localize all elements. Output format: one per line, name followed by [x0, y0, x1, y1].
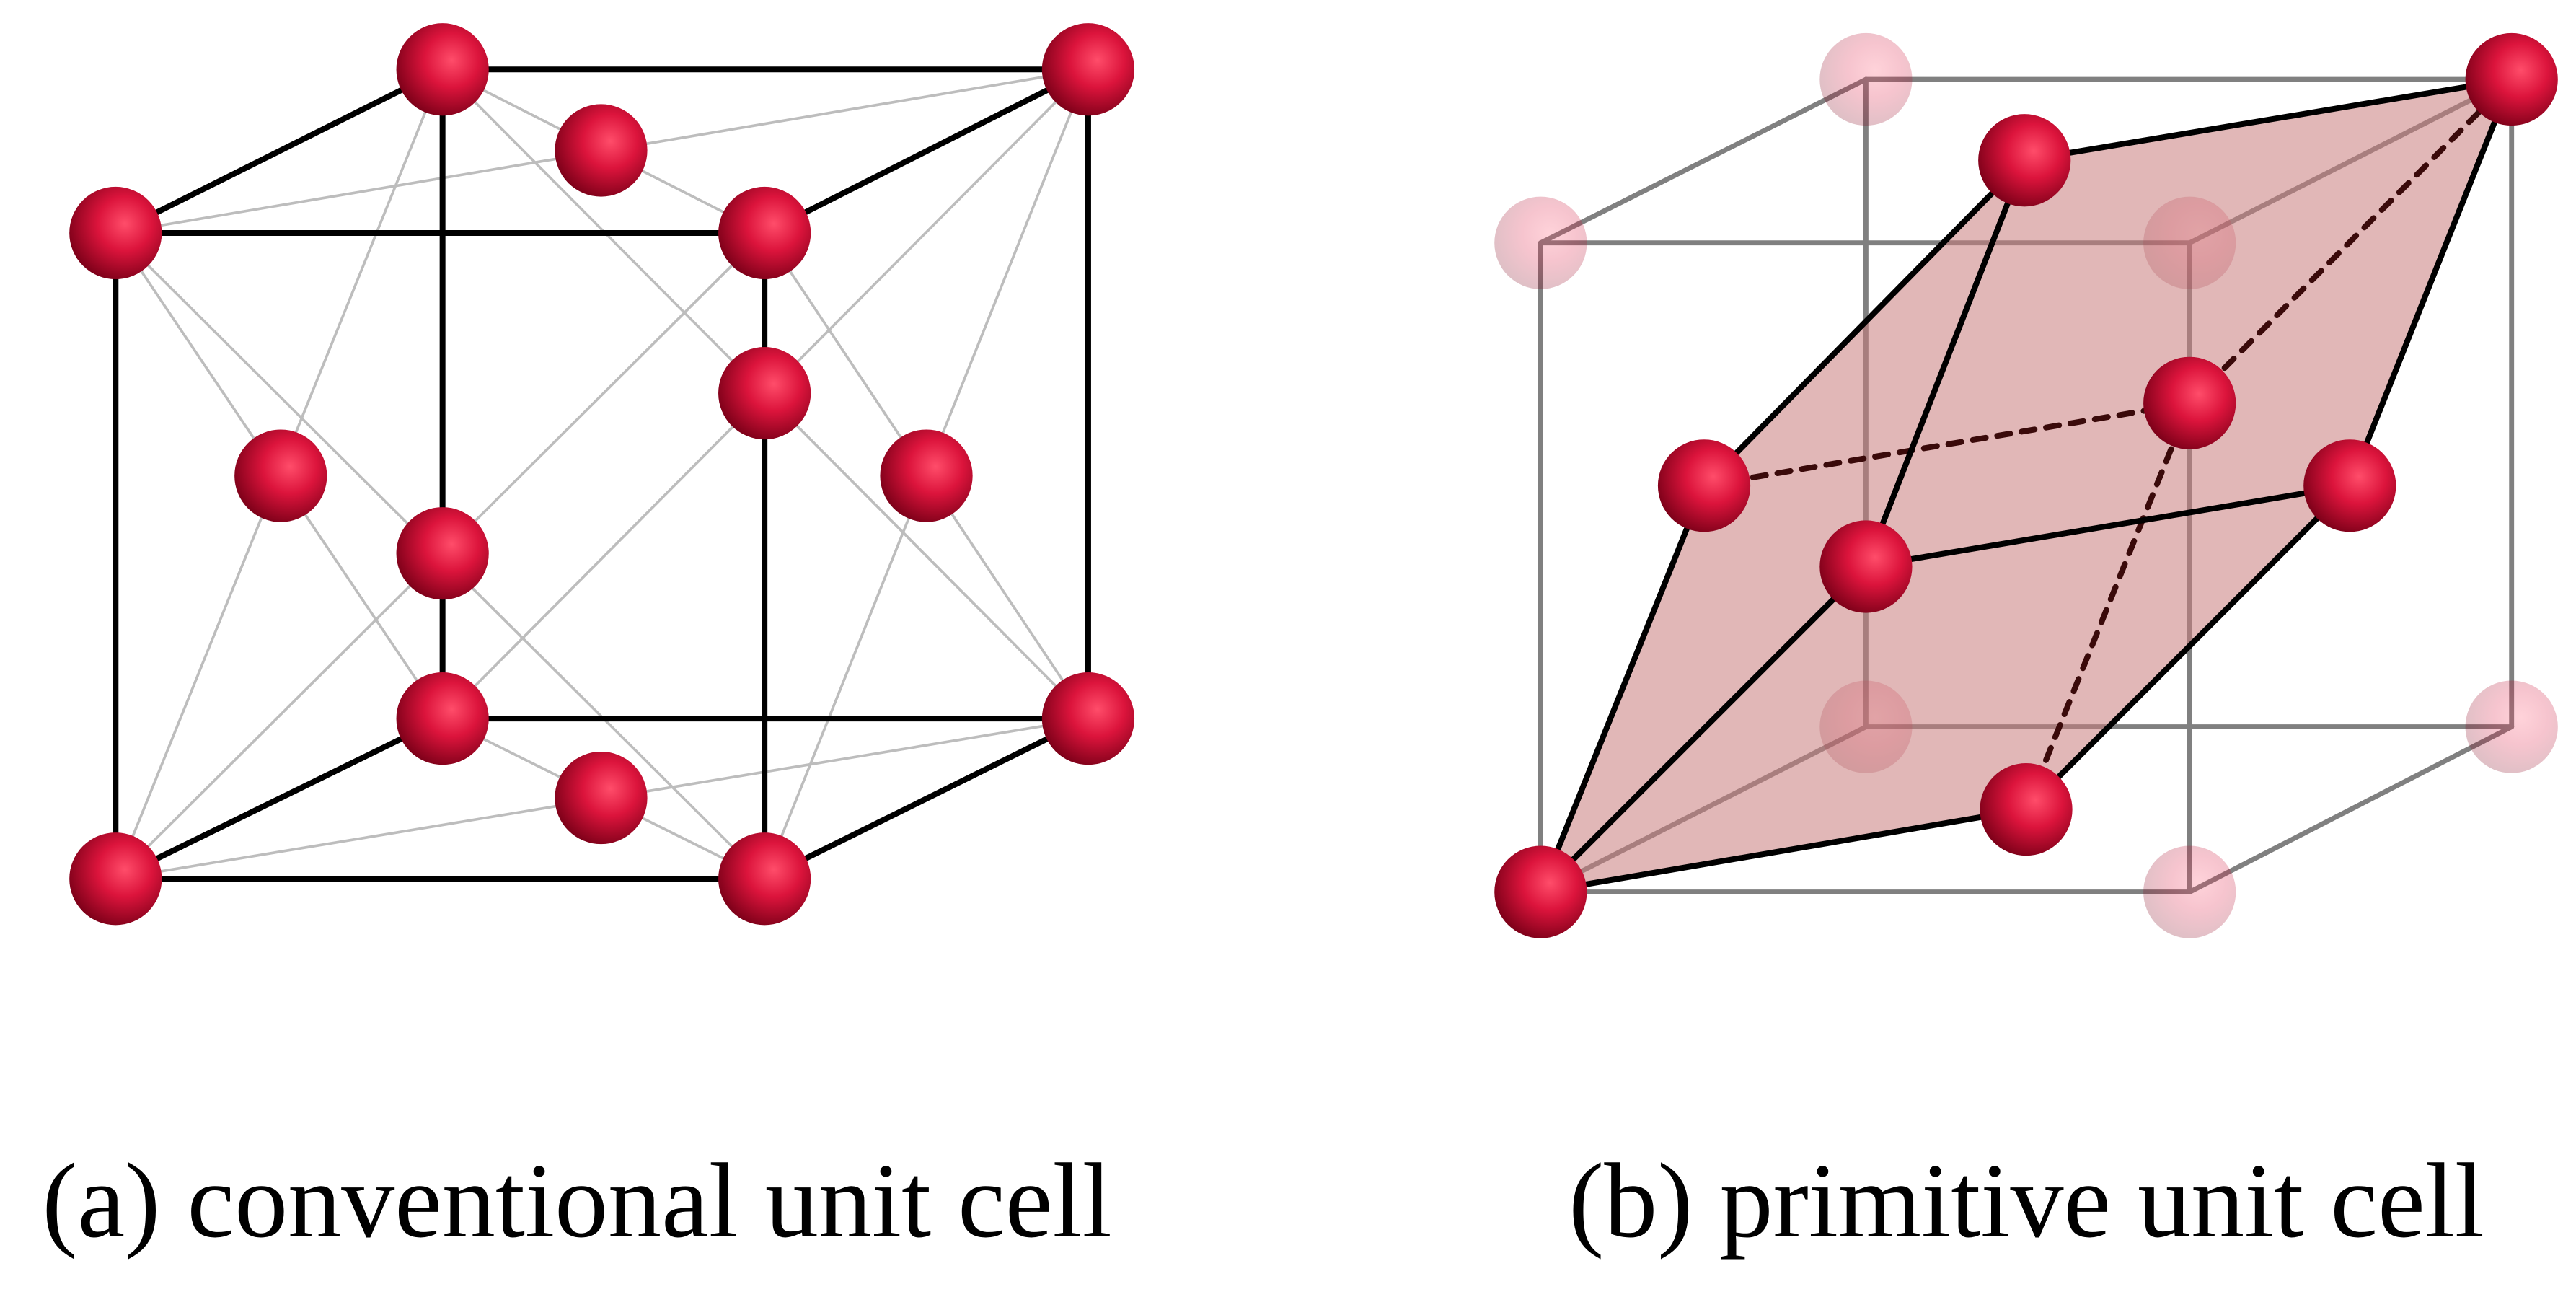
atom — [718, 186, 811, 280]
atom — [555, 104, 648, 197]
primitive-edge — [2023, 483, 2353, 813]
hidden-edge — [2187, 76, 2515, 406]
primitive-edge — [1863, 157, 2028, 570]
atom — [880, 429, 973, 522]
primitive-edge — [2347, 76, 2515, 489]
atom — [396, 507, 489, 600]
primitive-edge — [1538, 563, 1869, 895]
cube-edge — [113, 716, 446, 882]
primitive-cell-fill — [1540, 79, 2512, 892]
conventional-cell — [69, 23, 1135, 926]
faded-atom — [2465, 680, 2558, 773]
atom — [1978, 114, 2071, 207]
atom — [396, 672, 489, 765]
atom — [555, 751, 648, 845]
primitive-edge — [1538, 806, 2029, 895]
faded-atom — [2143, 845, 2236, 938]
atom — [2465, 32, 2558, 126]
cube-edge — [762, 716, 1091, 882]
atom — [1980, 762, 2073, 856]
cube-edge-faded — [2187, 724, 2515, 895]
atom — [1041, 672, 1135, 765]
atom — [2303, 439, 2396, 532]
primitive-cell — [1494, 32, 2558, 938]
atom — [1819, 520, 1913, 613]
atom — [1494, 845, 1587, 938]
cube-edge-faded — [1538, 76, 1869, 246]
caption-primitive: (b) primitive unit cell — [1569, 1142, 2484, 1260]
atom — [718, 346, 811, 440]
atom — [1041, 23, 1135, 116]
primitive-edge — [2021, 76, 2515, 164]
atom — [2143, 356, 2236, 449]
primitive-edge — [1701, 157, 2028, 489]
atom — [1657, 439, 1751, 532]
hidden-edge — [2023, 400, 2193, 813]
atom — [718, 832, 811, 926]
caption-conventional: (a) conventional unit cell — [42, 1142, 1112, 1260]
cube-edge — [113, 66, 446, 236]
atom — [234, 429, 327, 522]
cube-edge — [762, 66, 1091, 236]
faded-atom — [1494, 196, 1587, 289]
atom — [396, 23, 489, 116]
atom — [69, 832, 162, 926]
hidden-edge — [1701, 400, 2193, 489]
atom — [69, 186, 162, 280]
primitive-edge — [1863, 483, 2353, 570]
primitive-edge — [1538, 483, 1708, 895]
faded-atom — [1819, 32, 1913, 126]
